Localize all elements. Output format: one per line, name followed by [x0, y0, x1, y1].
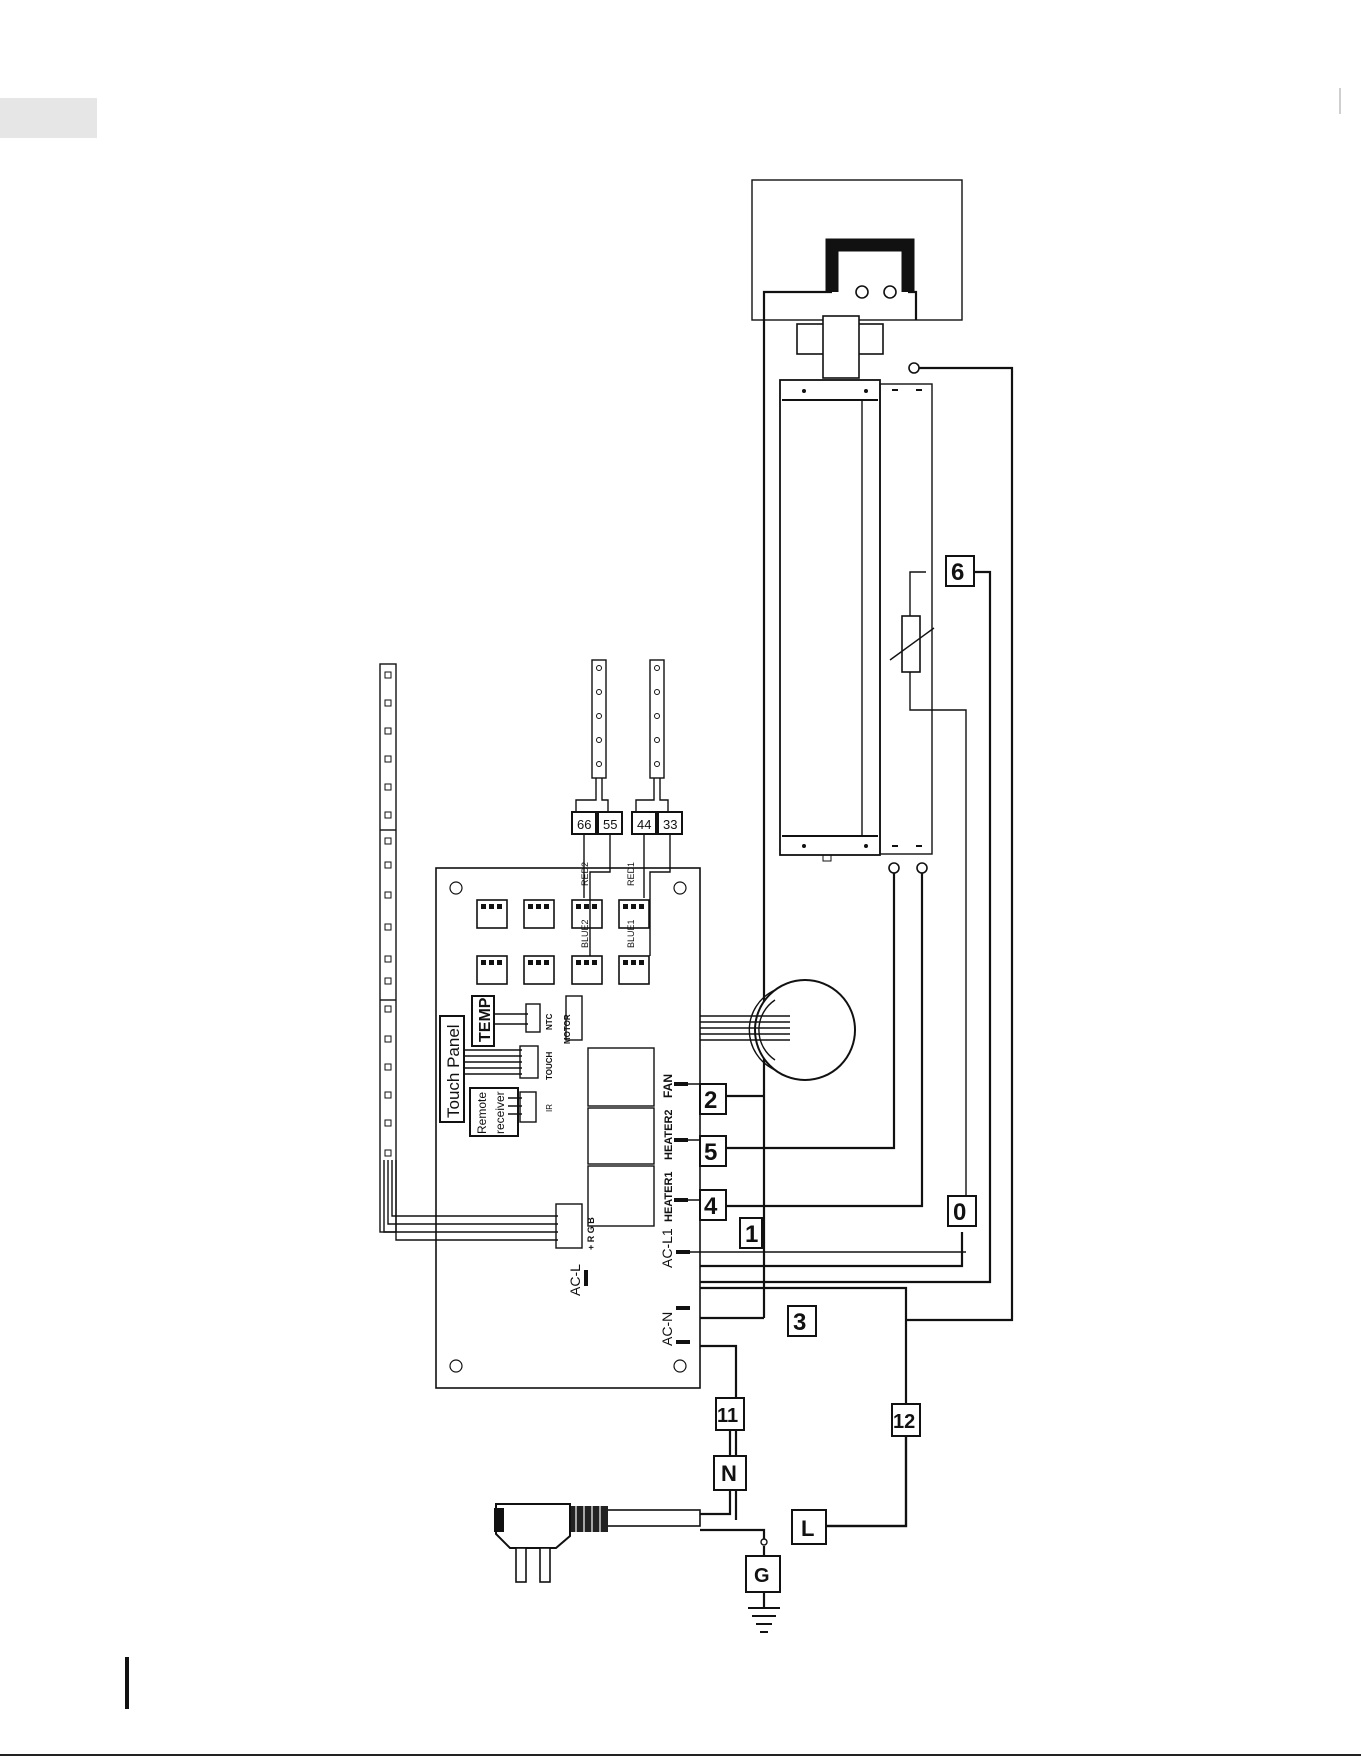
red2-label: RED2: [580, 862, 590, 886]
wire-number-5: 5: [704, 1139, 717, 1166]
acn-label: AC-N: [659, 1312, 675, 1346]
wire-number-0: 0: [953, 1199, 966, 1226]
acl1-label: AC-L1: [659, 1228, 675, 1268]
ntc-label: NTC: [545, 1013, 554, 1030]
acl-label: AC-L: [567, 1264, 583, 1296]
heater1-label: HEATER1: [663, 1171, 675, 1222]
ir-label: IR: [545, 1104, 554, 1112]
led-connector-66: 66: [577, 817, 591, 832]
control-board: RED2 RED1 BLUE2 BLUE1 Touch Panel TEMP R…: [436, 862, 700, 1388]
rgb-label: + R G B: [586, 1217, 596, 1250]
touch-label: TOUCH: [545, 1051, 554, 1080]
red1-label: RED1: [626, 862, 636, 886]
wire-number-6: 6: [951, 559, 964, 586]
cord-ground-label: G: [754, 1565, 770, 1587]
wire-number-12: 12: [893, 1411, 915, 1433]
heater2-label: HEATER2: [663, 1109, 675, 1160]
led-connector-33: 33: [663, 817, 677, 832]
wire-number-4: 4: [704, 1193, 718, 1220]
led-connector-55: 55: [603, 817, 617, 832]
touch-panel-label: Touch Panel: [444, 1024, 463, 1118]
receiver-label: receiver: [493, 1091, 507, 1134]
cord-neutral-label: N: [721, 1461, 737, 1486]
motor-label: MOTOR: [563, 1014, 572, 1044]
fan-label: FAN: [661, 1074, 675, 1098]
blue1-label: BLUE1: [626, 919, 636, 948]
blue2-label: BLUE2: [580, 919, 590, 948]
remote-label: Remote: [475, 1092, 489, 1134]
wire-number-3: 3: [793, 1309, 806, 1336]
led-connector-44: 44: [637, 817, 651, 832]
wire-number-2: 2: [704, 1087, 717, 1114]
wire-number-1: 1: [745, 1221, 758, 1248]
wire-0: [698, 1232, 962, 1266]
temp-label: TEMP: [477, 997, 494, 1042]
wire-number-11: 11: [717, 1405, 738, 1427]
power-cord: N L G: [494, 1430, 906, 1632]
cord-live-label: L: [801, 1516, 814, 1541]
